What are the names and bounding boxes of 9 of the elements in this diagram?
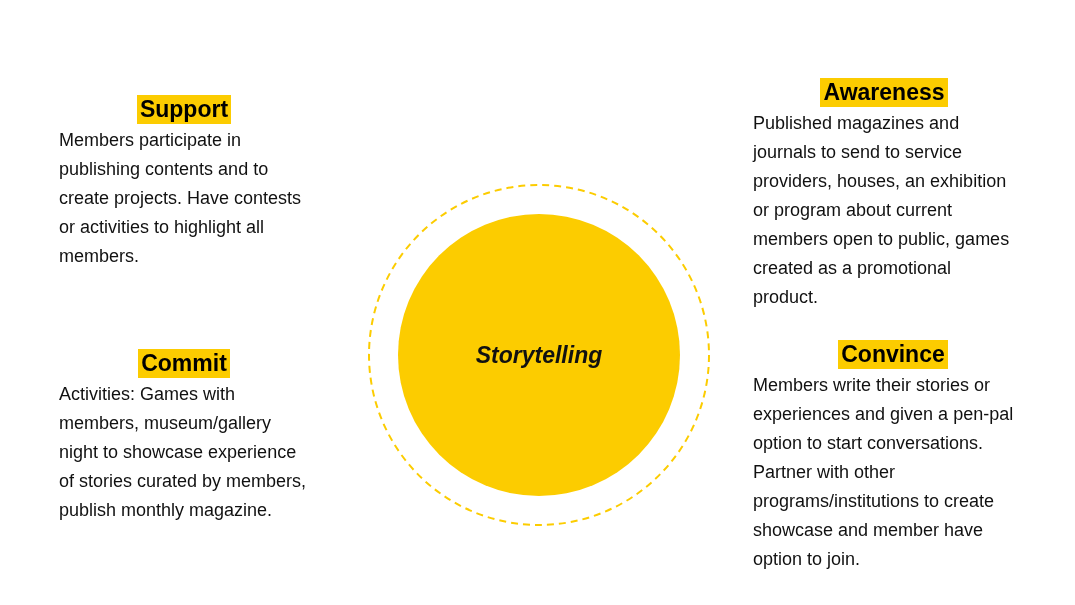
- highlighted-heading: Commit: [138, 349, 230, 378]
- description-text: Activities: Games with members, museum/gallery night to showcase experience of stories curated by members, publish monthly magazine.: [59, 383, 308, 522]
- highlighted-heading: Awareness: [820, 78, 948, 107]
- highlighted-heading: Convince: [838, 340, 948, 369]
- circle-label: Storytelling: [475, 341, 603, 369]
- description-text: Members participate in publishing contents and to create projects. Have contests or activities to highlight all members.: [59, 129, 303, 268]
- description-text: Published magazines and journals to send to service providers, houses, an exhibition or program about current members open to public, games created as a promotional product.: [753, 112, 1011, 309]
- description-text: Members write their stories or experiences and given a pen-pal option to start conversations. Partner with other programs/institutions to create showcase and member have option to join.: [753, 374, 1015, 571]
- highlighted-heading: Support: [136, 95, 232, 124]
